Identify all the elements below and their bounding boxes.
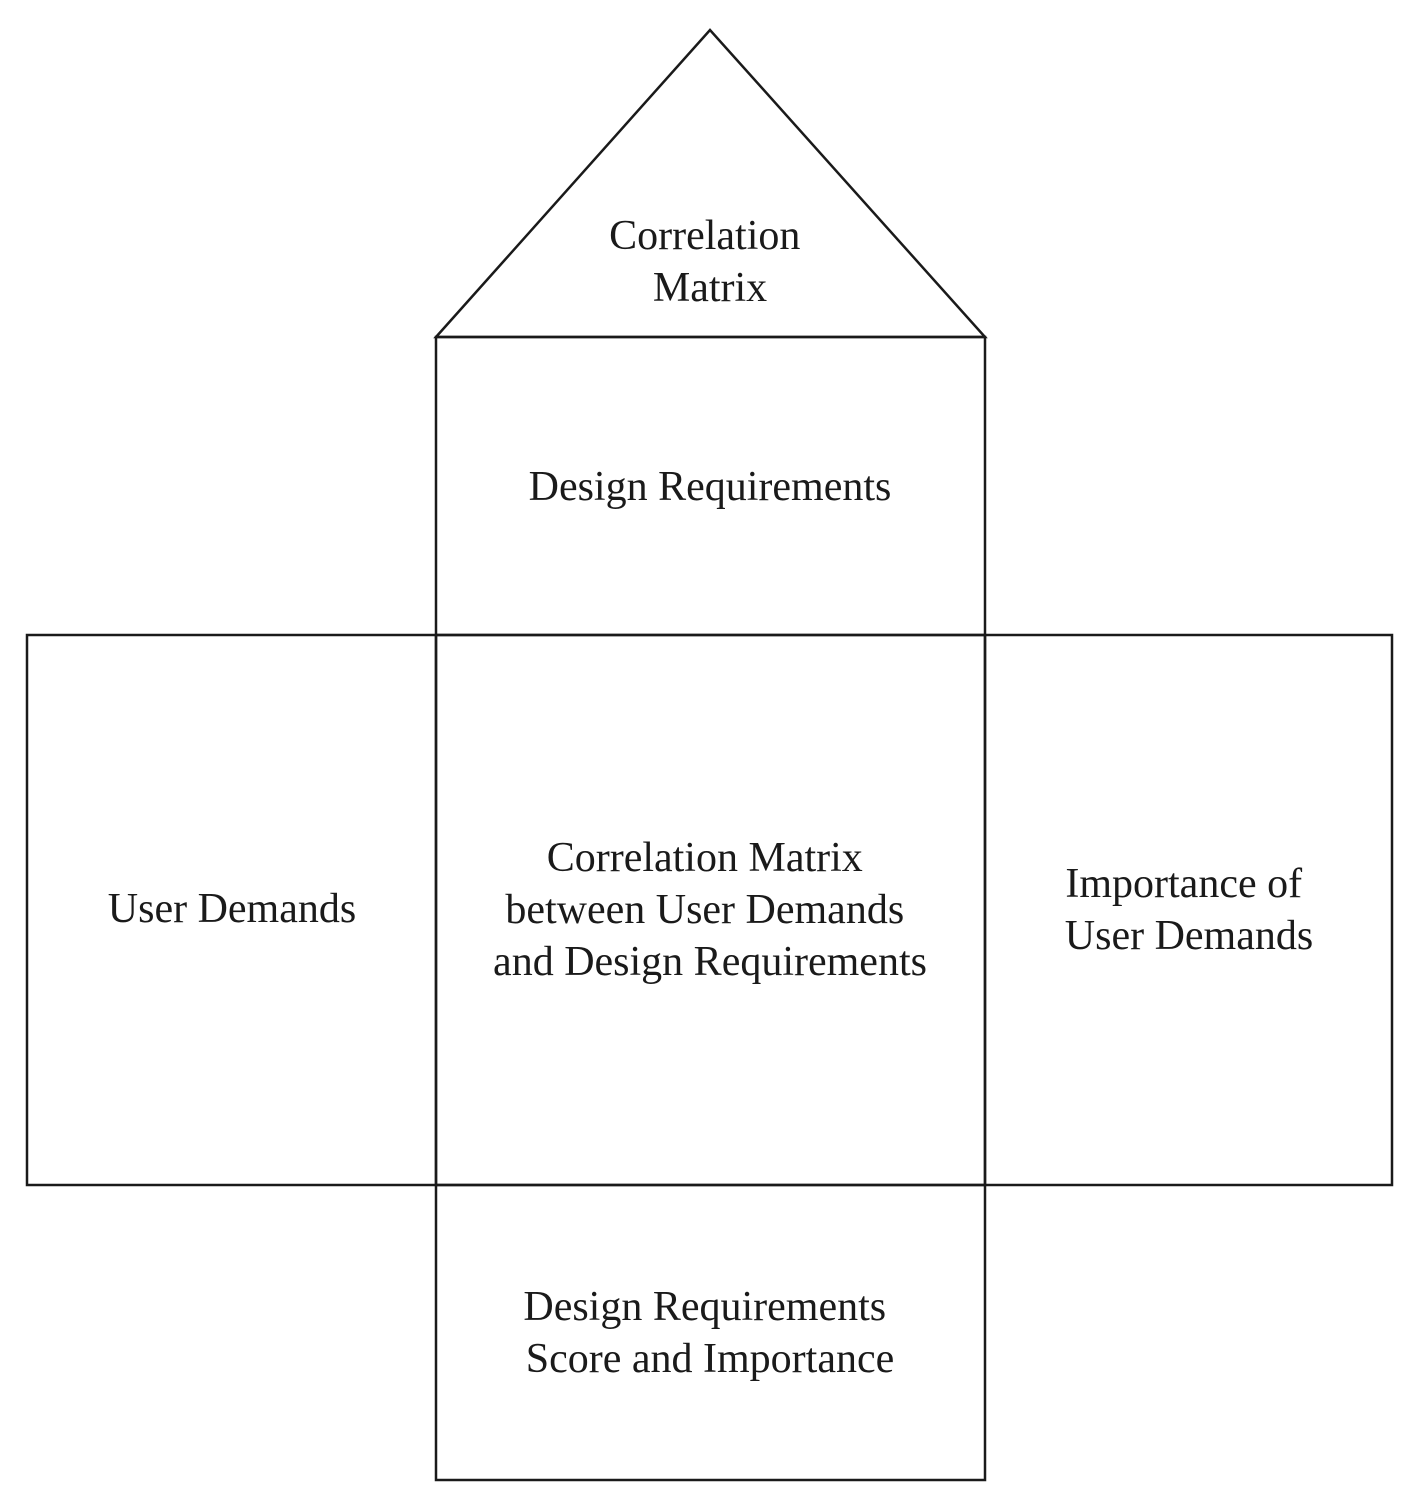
importance-label-line: User Demands: [1065, 913, 1313, 959]
relationship-matrix-label-line: between User Demands: [505, 887, 904, 933]
roof-label-line: Matrix: [653, 265, 767, 311]
score-and-importance-box: [434, 1183, 987, 1482]
importance-of-user-demands-box: [983, 633, 1394, 1187]
design-requirements-label-line: Design Requirements: [529, 464, 892, 510]
relationship-matrix-label: Correlation Matrix between User Demands …: [493, 835, 927, 985]
score-label-line: Design Requirements: [523, 1284, 886, 1330]
roof-label-line: Correlation: [609, 213, 800, 259]
score-and-importance-label: Design Requirements Score and Importance: [523, 1284, 896, 1382]
importance-of-user-demands-label: Importance of User Demands: [1065, 861, 1313, 959]
roof-label: Correlation Matrix: [609, 213, 811, 311]
user-demands-label: User Demands: [108, 886, 356, 932]
relationship-matrix-label-line: and Design Requirements: [493, 939, 927, 985]
importance-label-line: Importance of: [1065, 861, 1302, 907]
user-demands-label-line: User Demands: [108, 886, 356, 932]
score-label-line: Score and Importance: [526, 1336, 895, 1382]
relationship-matrix-label-line: Correlation Matrix: [547, 835, 863, 881]
design-requirements-label: Design Requirements: [529, 464, 892, 510]
